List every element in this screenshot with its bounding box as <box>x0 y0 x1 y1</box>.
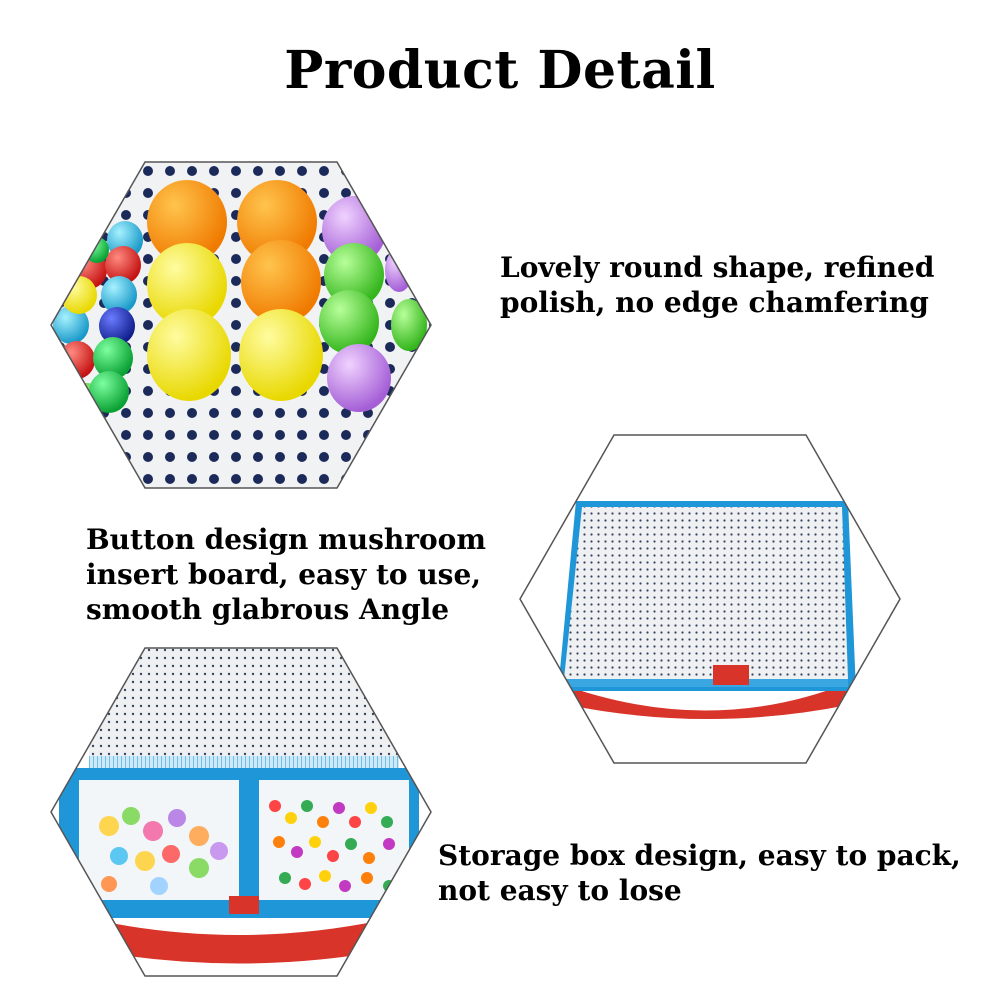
caption-line: Lovely round shape, refined <box>500 251 935 284</box>
pegs-closeup-image <box>50 161 432 489</box>
feature-caption-button-design: Button design mushroom insert board, eas… <box>86 522 486 627</box>
feature-caption-storage-box: Storage box design, easy to pack, not ea… <box>438 838 961 908</box>
caption-line: smooth glabrous Angle <box>86 593 450 626</box>
caption-line: insert board, easy to use, <box>86 558 482 591</box>
page-title: Product Detail <box>284 40 716 101</box>
caption-line: Button design mushroom <box>86 523 486 556</box>
caption-line: not easy to lose <box>438 874 682 907</box>
feature-caption-round-shape: Lovely round shape, refined polish, no e… <box>500 250 934 320</box>
caption-line: polish, no edge chamfering <box>500 286 929 319</box>
storage-box-image <box>50 647 432 977</box>
caption-line: Storage box design, easy to pack, <box>438 839 961 872</box>
pegboard-image <box>519 434 901 764</box>
